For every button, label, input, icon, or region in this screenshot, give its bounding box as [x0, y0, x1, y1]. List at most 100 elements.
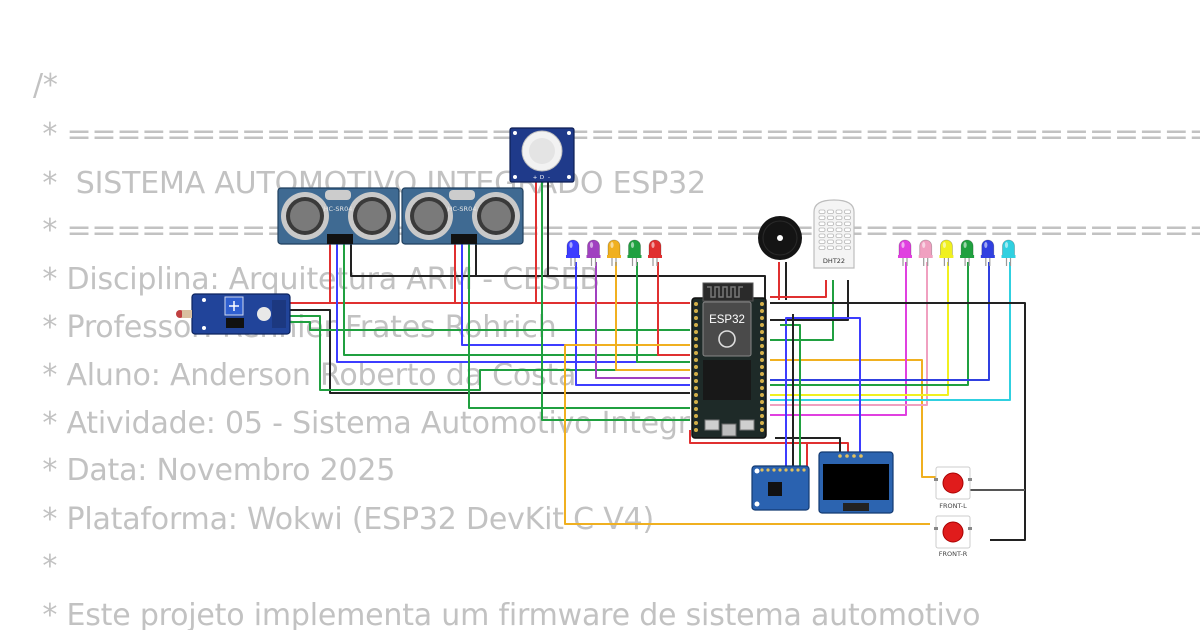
code-line-8: * Atividade: 05 - Sistema Automotivo Int…: [33, 406, 746, 441]
wire-led-blue: [575, 262, 690, 386]
esp32-pin: [694, 302, 698, 306]
esp32-pin: [760, 400, 764, 404]
code-line-5: * Disciplina: Arquitetura ARM - CESEB: [33, 262, 600, 297]
esp32-pin: [694, 365, 698, 369]
wire-led-green: [636, 262, 690, 363]
oled-pin: [859, 454, 863, 458]
code-line-1: /*: [33, 68, 58, 103]
wire-led-yellow-2: [770, 262, 949, 396]
wire-ldr-a0: [290, 321, 690, 331]
oled-display: [818, 451, 894, 514]
esp32-pin: [694, 309, 698, 313]
code-line-10: * Plataforma: Wokwi (ESP32 DevKit C V4): [33, 502, 654, 537]
esp32-pins-right: [760, 302, 764, 432]
led: [628, 239, 641, 257]
oled-pin: [845, 454, 849, 458]
ldr-module: [176, 293, 291, 335]
dht22-vent: [835, 209, 843, 214]
button-front-r-label: FRONT-R: [939, 550, 968, 558]
dht22-vent: [827, 209, 834, 214]
wire-oled-vcc: [689, 430, 849, 452]
wire-dht-gnd: [770, 280, 849, 321]
mpu-pin: [790, 468, 794, 472]
led-rim: [566, 255, 580, 258]
dht22-vent: [818, 215, 826, 220]
led: [587, 239, 600, 257]
led: [607, 239, 621, 257]
led-rim: [586, 255, 601, 258]
led: [1002, 239, 1015, 257]
mpu-pin: [772, 468, 776, 472]
wires: [290, 182, 1026, 541]
led-rim: [980, 255, 995, 258]
mpu-pin: [778, 468, 782, 472]
dht22-vent: [827, 221, 834, 226]
button-front-l-label: FRONT-L: [939, 502, 967, 510]
esp32-pin: [760, 372, 764, 376]
led: [919, 239, 933, 257]
button-front-l[interactable]: FRONT-L: [934, 466, 972, 510]
wire-dht-vcc: [770, 280, 827, 298]
mpu-pin: [760, 468, 764, 472]
esp32-pin: [760, 316, 764, 320]
oled-pin: [838, 454, 842, 458]
dht22-vent: [835, 233, 843, 238]
dht22-vent: [827, 245, 834, 250]
wire-dht-data: [770, 280, 834, 341]
esp32-pin: [694, 344, 698, 348]
esp32-devkit[interactable]: ESP32: [691, 282, 767, 439]
esp32-pin: [694, 337, 698, 341]
mpu6050-pins: [760, 468, 806, 472]
esp32-pin: [694, 372, 698, 376]
pir-sensor: + D -: [509, 127, 575, 183]
led-rim: [960, 255, 975, 258]
dht22-vent: [844, 245, 851, 250]
led-group-right: [898, 239, 1016, 266]
dht22-vent: [827, 215, 834, 220]
esp32-pin: [694, 379, 698, 383]
code-line-9: * Data: Novembro 2025: [33, 453, 396, 488]
dht22-vent: [844, 233, 851, 238]
esp32-module: [703, 360, 751, 400]
esp32-pin: [694, 358, 698, 362]
en-button[interactable]: [739, 419, 755, 431]
esp32-pin: [694, 428, 698, 432]
led: [898, 239, 912, 257]
esp32-pin: [694, 351, 698, 355]
dht22-vent: [818, 209, 826, 214]
wire-led-magenta: [770, 262, 907, 416]
ultrasonic-sensor-1: HC-SR04: [277, 187, 400, 245]
esp32-label: ESP32: [709, 314, 745, 326]
esp32-pin: [760, 428, 764, 432]
wire-pir-out: [541, 182, 690, 421]
led-rim: [939, 255, 954, 258]
wire-led-purple: [595, 262, 690, 379]
wire-led-red: [657, 262, 690, 356]
led-rim: [627, 255, 642, 258]
wire-ldr-d0: [290, 315, 690, 391]
wire-us1-trig: [336, 244, 690, 363]
esp32-pin: [760, 337, 764, 341]
espressif-logo: [718, 330, 736, 348]
dht22-label: DHT22: [823, 257, 845, 265]
esp32-pin: [760, 386, 764, 390]
dht22-vent: [835, 215, 843, 220]
dht22-vent: [818, 227, 826, 232]
oled-pin: [852, 454, 856, 458]
led-highlight: [651, 242, 655, 248]
esp32-pin: [694, 407, 698, 411]
boot-button[interactable]: [704, 419, 720, 431]
led-highlight: [1004, 242, 1009, 248]
led: [940, 239, 953, 257]
esp32-pin: [760, 365, 764, 369]
esp32-pin: [694, 316, 698, 320]
dht22-vent: [818, 245, 826, 250]
dht22-vent: [844, 227, 851, 232]
led-rim: [648, 255, 662, 258]
mpu6050-module: [751, 465, 810, 511]
wire-button-front-l: [770, 359, 936, 478]
button-front-r[interactable]: FRONT-R: [934, 515, 972, 558]
ultrasonic-sensor-2: HC-SR04: [401, 187, 524, 245]
dht22-vent: [835, 245, 843, 250]
code-line-7: * Aluno: Anderson Roberto da Costa: [33, 358, 577, 393]
